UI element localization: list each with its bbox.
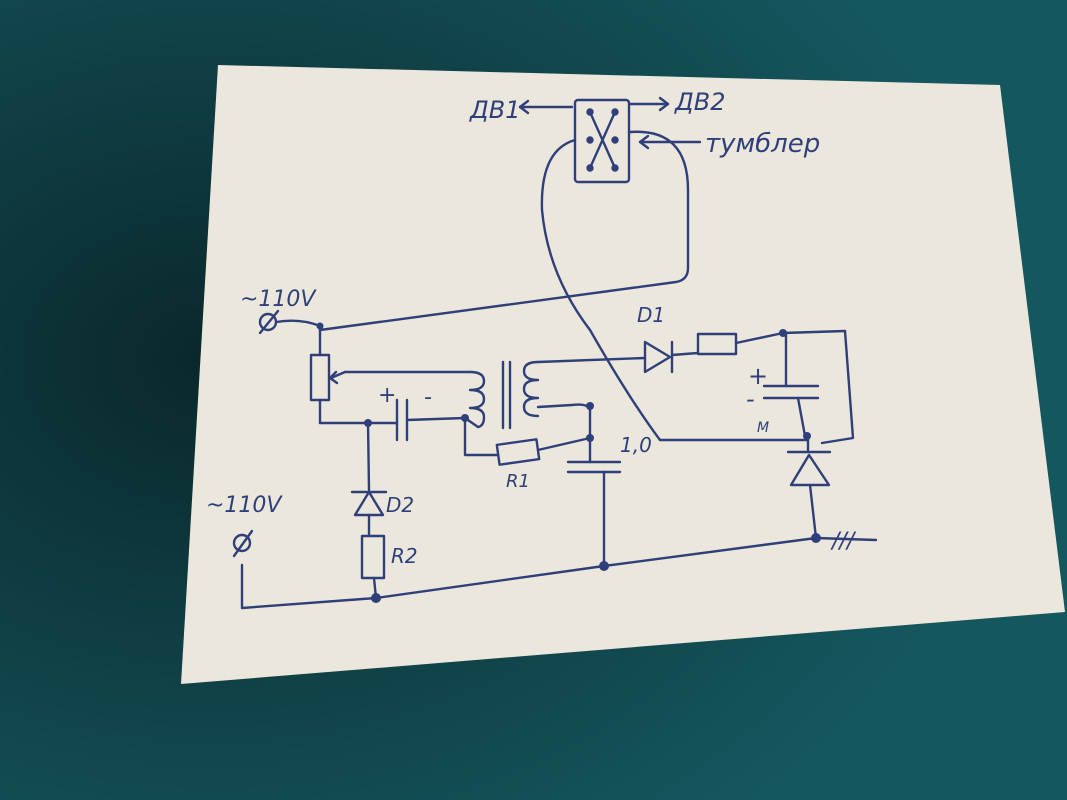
wire-bottom-rail (240, 536, 878, 610)
label-d2: D2 (386, 493, 414, 517)
diode-d1-symbol (643, 340, 674, 374)
label-r1: R1 (506, 471, 530, 492)
label-motor1: ДВ1 (469, 96, 520, 124)
schematic-labels: ДВ1 ДВ2 тумблер ~110V ~110V D1 D2 R1 R2 … (206, 88, 857, 568)
label-mains-bottom: ~110V (206, 493, 283, 518)
label-cap-minus: - (424, 385, 432, 410)
label-cap-plus: + (378, 383, 396, 408)
wire-r1-branch (463, 416, 500, 457)
capacitor-1-0-symbol (566, 460, 622, 474)
wire-loop-right (318, 130, 690, 332)
terminal-bottom (232, 529, 254, 558)
label-toggle: тумблер (705, 129, 820, 159)
junction-dots (316, 322, 821, 603)
terminal-top (258, 309, 322, 335)
motor-arrows (518, 96, 702, 150)
label-electrolytic-plus: + (748, 362, 768, 390)
label-cap-value: 1,0 (620, 433, 652, 457)
label-ground-mark: /// (830, 529, 857, 554)
paper-sheet (181, 65, 1065, 684)
wire-loop-left (540, 138, 810, 442)
transformer-symbol (463, 356, 647, 430)
label-d1: D1 (637, 303, 665, 327)
label-motor2: ДВ2 (674, 88, 725, 116)
label-electrolytic-minus: - (746, 385, 755, 413)
schematic-drawing (232, 96, 878, 610)
capacitor-electrolytic-symbol (762, 384, 820, 400)
label-mains-top: ~110V (240, 287, 317, 312)
label-node-m: M (757, 420, 769, 436)
label-r2: R2 (391, 544, 418, 568)
